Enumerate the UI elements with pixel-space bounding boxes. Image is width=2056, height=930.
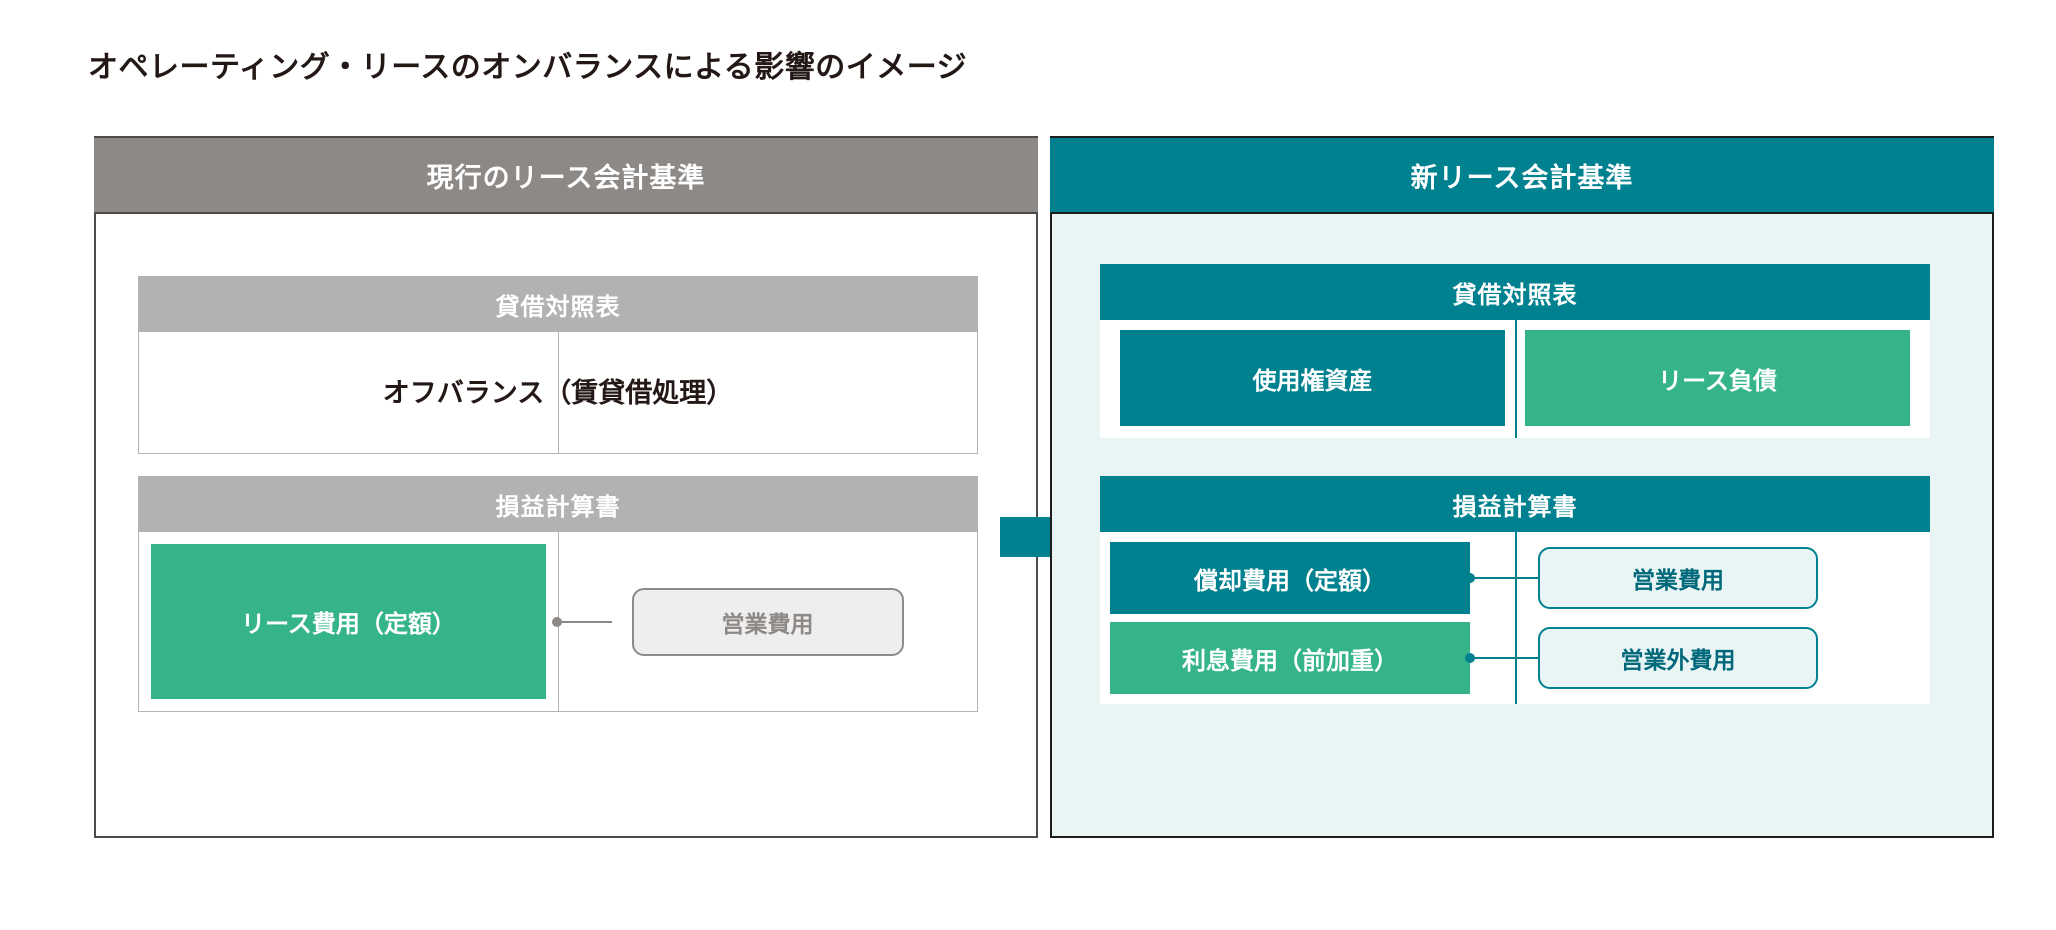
new-income-row: 利息費用（前加重） 営業外費用: [1110, 622, 1920, 694]
panel-current-standard: 現行のリース会計基準 貸借対照表 オフバランス（賃貸借処理） 損益計算書 リース…: [94, 136, 1038, 838]
current-income-statement-title: 損益計算書: [138, 476, 978, 532]
connector-line-icon: [1465, 573, 1540, 583]
new-income-statement-divider: [1515, 532, 1517, 704]
new-balance-sheet-title: 貸借対照表: [1100, 264, 1930, 320]
panel-current-body: 貸借対照表 オフバランス（賃貸借処理） 損益計算書 リース費用（定額） 営業費用: [94, 214, 1038, 838]
panel-new-header: 新リース会計基準: [1050, 136, 1994, 214]
lease-cost-box: リース費用（定額）: [151, 544, 546, 699]
operating-expense-pill: 営業費用: [631, 587, 904, 656]
current-balance-sheet: 貸借対照表 オフバランス（賃貸借処理）: [138, 276, 978, 454]
page-title: オペレーティング・リースのオンバランスによる影響のイメージ: [88, 51, 968, 84]
interest-cost-box: 利息費用（前加重）: [1110, 622, 1470, 694]
lease-liability-box: リース負債: [1525, 330, 1910, 426]
current-income-statement-body: リース費用（定額） 営業費用: [138, 532, 978, 712]
non-operating-expense-pill: 営業外費用: [1538, 627, 1818, 689]
new-balance-sheet: 貸借対照表 使用権資産 リース負債: [1100, 264, 1930, 438]
new-income-statement: 損益計算書 償却費用（定額） 営業費用 利息費用（前加重） 営業外費用: [1100, 476, 1930, 704]
panel-new-standard: 新リース会計基準 貸借対照表 使用権資産 リース負債 損益計算書 償却費用（定額…: [1050, 136, 1994, 838]
current-cost-cell: リース費用（定額）: [139, 532, 558, 711]
new-income-statement-title: 損益計算書: [1100, 476, 1930, 532]
balance-sheet-divider: [558, 332, 559, 453]
new-asset-cell: 使用権資産: [1110, 330, 1515, 426]
current-balance-sheet-body: オフバランス（賃貸借処理）: [138, 332, 978, 454]
amortization-cost-box: 償却費用（定額）: [1110, 542, 1470, 614]
new-liability-cell: リース負債: [1515, 330, 1920, 426]
new-income-statement-body: 償却費用（定額） 営業費用 利息費用（前加重） 営業外費用: [1100, 532, 1930, 704]
connector-line-icon: [552, 616, 612, 627]
new-income-row: 償却費用（定額） 営業費用: [1110, 542, 1920, 614]
right-of-use-asset-box: 使用権資産: [1120, 330, 1505, 426]
current-classification-cell: 営業費用: [552, 532, 977, 711]
panel-current-header: 現行のリース会計基準: [94, 136, 1038, 214]
panel-new-body: 貸借対照表 使用権資産 リース負債 損益計算書 償却費用（定額） 営業費用: [1050, 214, 1994, 838]
new-balance-sheet-body: 使用権資産 リース負債: [1100, 320, 1930, 438]
new-balance-sheet-divider: [1515, 320, 1517, 438]
current-balance-sheet-title: 貸借対照表: [138, 276, 978, 332]
current-income-statement: 損益計算書 リース費用（定額） 営業費用: [138, 476, 978, 712]
offbalance-label: オフバランス（賃貸借処理）: [382, 377, 734, 408]
connector-line-icon: [1465, 653, 1540, 663]
operating-expense-pill: 営業費用: [1538, 547, 1818, 609]
